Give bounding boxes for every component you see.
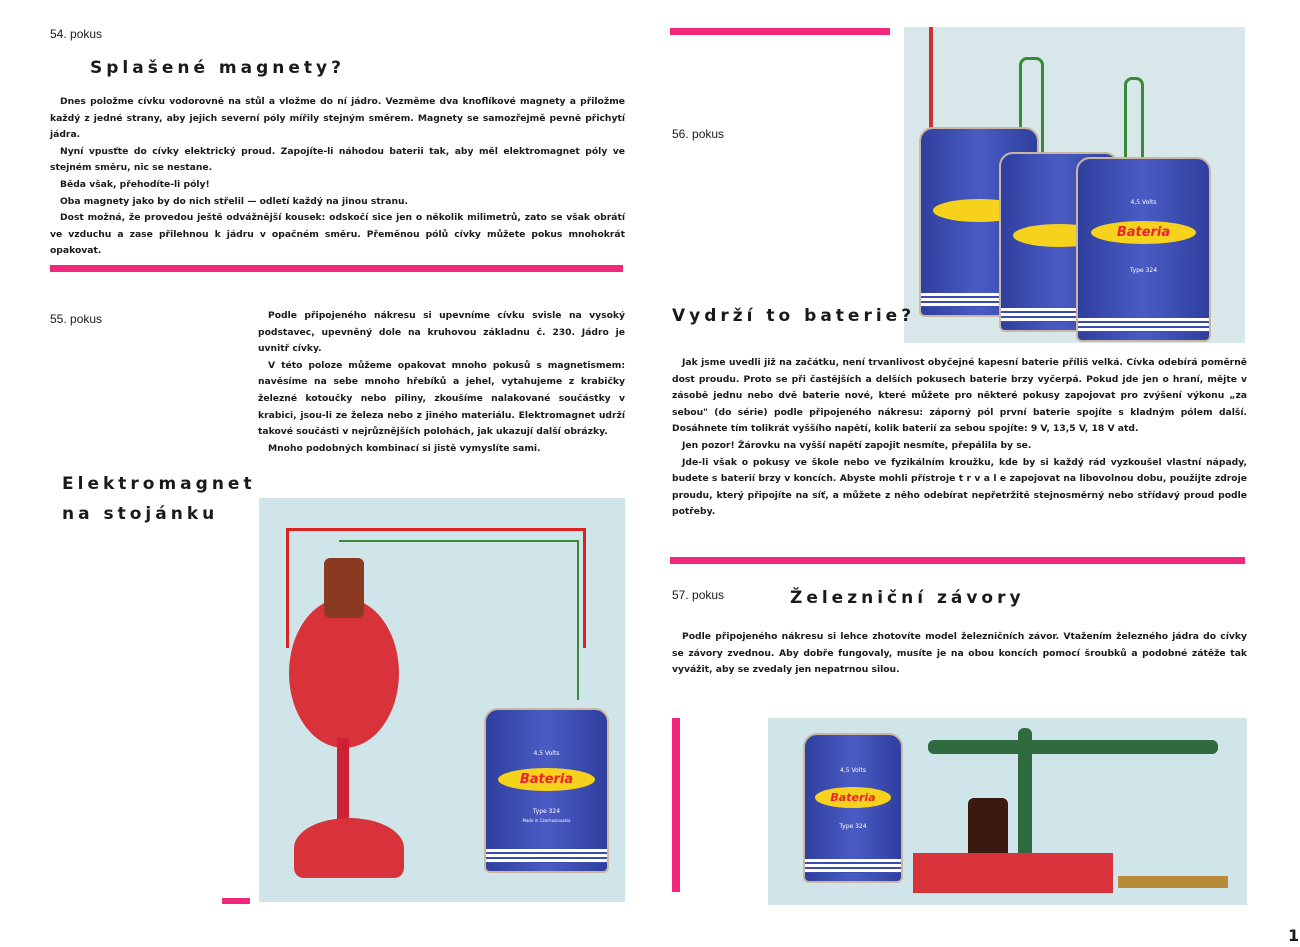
exp57-text: Podle připojeného nákresu si lehce zhoto… bbox=[672, 629, 1247, 679]
paragraph: Jde-li však o pokusy ve škole nebo ve fy… bbox=[672, 456, 1247, 518]
battery-voltage: 4,5 Volts bbox=[533, 750, 560, 757]
exp57-title: Železniční závory bbox=[790, 588, 1025, 608]
paragraph: Nyní vpusťte do cívky elektrický proud. … bbox=[50, 145, 625, 174]
battery-type: Type 324 bbox=[1129, 267, 1158, 274]
battery-voltage: 4,5 Volts bbox=[1130, 199, 1157, 206]
paragraph: V této poloze můžeme opakovat mnoho poku… bbox=[258, 359, 625, 438]
battery-brand: Bateria bbox=[498, 768, 595, 791]
paragraph: Dnes položme cívku vodorovně na stůl a v… bbox=[50, 96, 625, 141]
exp54-text: Dnes položme cívku vodorovně na stůl a v… bbox=[50, 94, 625, 260]
battery-brand: Bateria bbox=[1091, 221, 1196, 244]
paragraph: Mnoho podobných kombinací si jistě vymys… bbox=[268, 442, 541, 454]
exp54-label: 54. pokus bbox=[50, 27, 103, 41]
exp55-label: 55. pokus bbox=[50, 312, 103, 326]
battery-origin: Made in Czechoslovakia bbox=[522, 818, 571, 823]
paragraph: Dost možná, že provedou ještě odvážnější… bbox=[50, 212, 625, 257]
railway-barrier-photo: 4,5 Volts Bateria Type 324 bbox=[768, 718, 1247, 905]
batteries-in-series-photo: 4,5 Volts Bateria Type 324 bbox=[904, 27, 1245, 343]
battery-brand: Bateria bbox=[814, 787, 892, 808]
exp56-label: 56. pokus bbox=[672, 127, 725, 141]
exp56-title: Vydrží to baterie? bbox=[672, 306, 916, 326]
exp55-heading-line1: Elektromagnet bbox=[62, 474, 256, 494]
divider-bar bbox=[670, 557, 1245, 564]
accent-bar bbox=[672, 718, 680, 892]
battery-type: Type 324 bbox=[532, 808, 561, 815]
exp57-label: 57. pokus bbox=[672, 588, 725, 602]
exp56-text: Jak jsme uvedli již na začátku, není trv… bbox=[672, 355, 1247, 521]
paragraph: Jen pozor! Žárovku na vyšší napětí zapoj… bbox=[682, 439, 1032, 451]
paragraph: Běda však, přehodíte-li póly! bbox=[60, 178, 210, 190]
paragraph: Podle připojeného nákresu si lehce zhoto… bbox=[672, 631, 1247, 676]
paragraph: Podle připojeného nákresu si upevníme cí… bbox=[258, 310, 625, 355]
battery-voltage: 4,5 Volts bbox=[840, 767, 866, 774]
battery-type: Type 324 bbox=[839, 823, 867, 830]
exp55-text: Podle připojeného nákresu si upevníme cí… bbox=[258, 308, 625, 457]
paragraph: Jak jsme uvedli již na začátku, není trv… bbox=[672, 357, 1247, 435]
exp55-heading-line2: na stojánku bbox=[62, 504, 219, 524]
electromagnet-stand-photo: 4,5 Volts Bateria Type 324 Made in Czech… bbox=[259, 498, 625, 902]
accent-bar bbox=[222, 898, 250, 904]
page-number: 1 bbox=[1288, 926, 1300, 945]
divider-bar bbox=[670, 28, 890, 35]
divider-bar bbox=[50, 265, 623, 272]
paragraph: Oba magnety jako by do nich střelil — od… bbox=[60, 195, 409, 207]
exp54-title: Splašené magnety? bbox=[90, 58, 345, 78]
